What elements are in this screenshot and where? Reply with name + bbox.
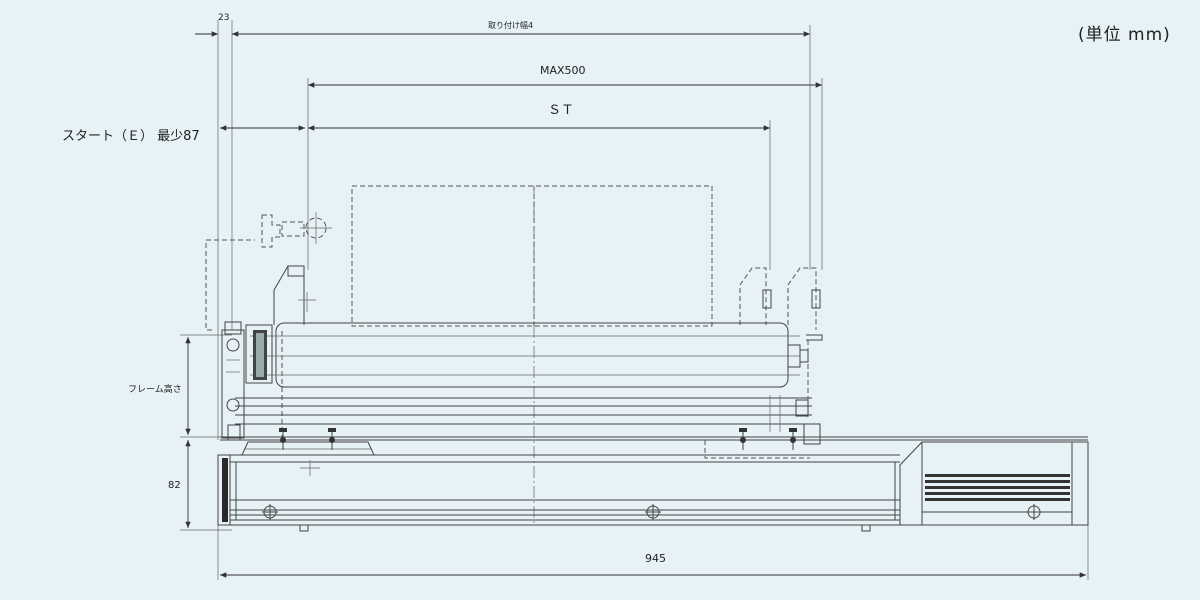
- workpiece-outline: [351, 185, 713, 525]
- roller-cylinder: [235, 322, 823, 445]
- dim-max-stroke: MAX500: [540, 64, 586, 77]
- dim-start-min: スタート（Ｅ） 最少87: [62, 129, 200, 144]
- stop-dashed-outlines: [281, 267, 817, 459]
- screw-icon: [279, 428, 287, 450]
- base-frame: [217, 436, 1088, 532]
- dim-stroke: ＳＴ: [548, 103, 574, 118]
- motor-section: [899, 441, 1089, 526]
- bolt-head-icon: [645, 504, 661, 520]
- moving-stop: [273, 265, 316, 325]
- screw-icon: [739, 428, 747, 450]
- left-end-block: [221, 321, 273, 441]
- dim-base-height: 82: [168, 480, 181, 491]
- unit-label: (単位 mm): [1078, 25, 1171, 45]
- dim-frame-height: フレーム高さ: [128, 383, 182, 395]
- bolt-head-icon: [1026, 504, 1042, 520]
- center-marks: [300, 460, 320, 476]
- bolt-head-icon: [262, 504, 278, 520]
- dim-23: 23: [218, 13, 229, 23]
- screw-icon: [328, 428, 336, 450]
- clamp-retracted: [205, 212, 332, 331]
- dim-total-length: 945: [645, 552, 666, 565]
- bolts: [262, 289, 1042, 520]
- dim-mounting-pitch: 取り付け幅4: [488, 20, 533, 30]
- heat-sink-fins: [925, 474, 1070, 501]
- dimension-lines: [180, 20, 1089, 580]
- screw-icon: [789, 428, 797, 450]
- bolt-head-icon: [762, 289, 821, 309]
